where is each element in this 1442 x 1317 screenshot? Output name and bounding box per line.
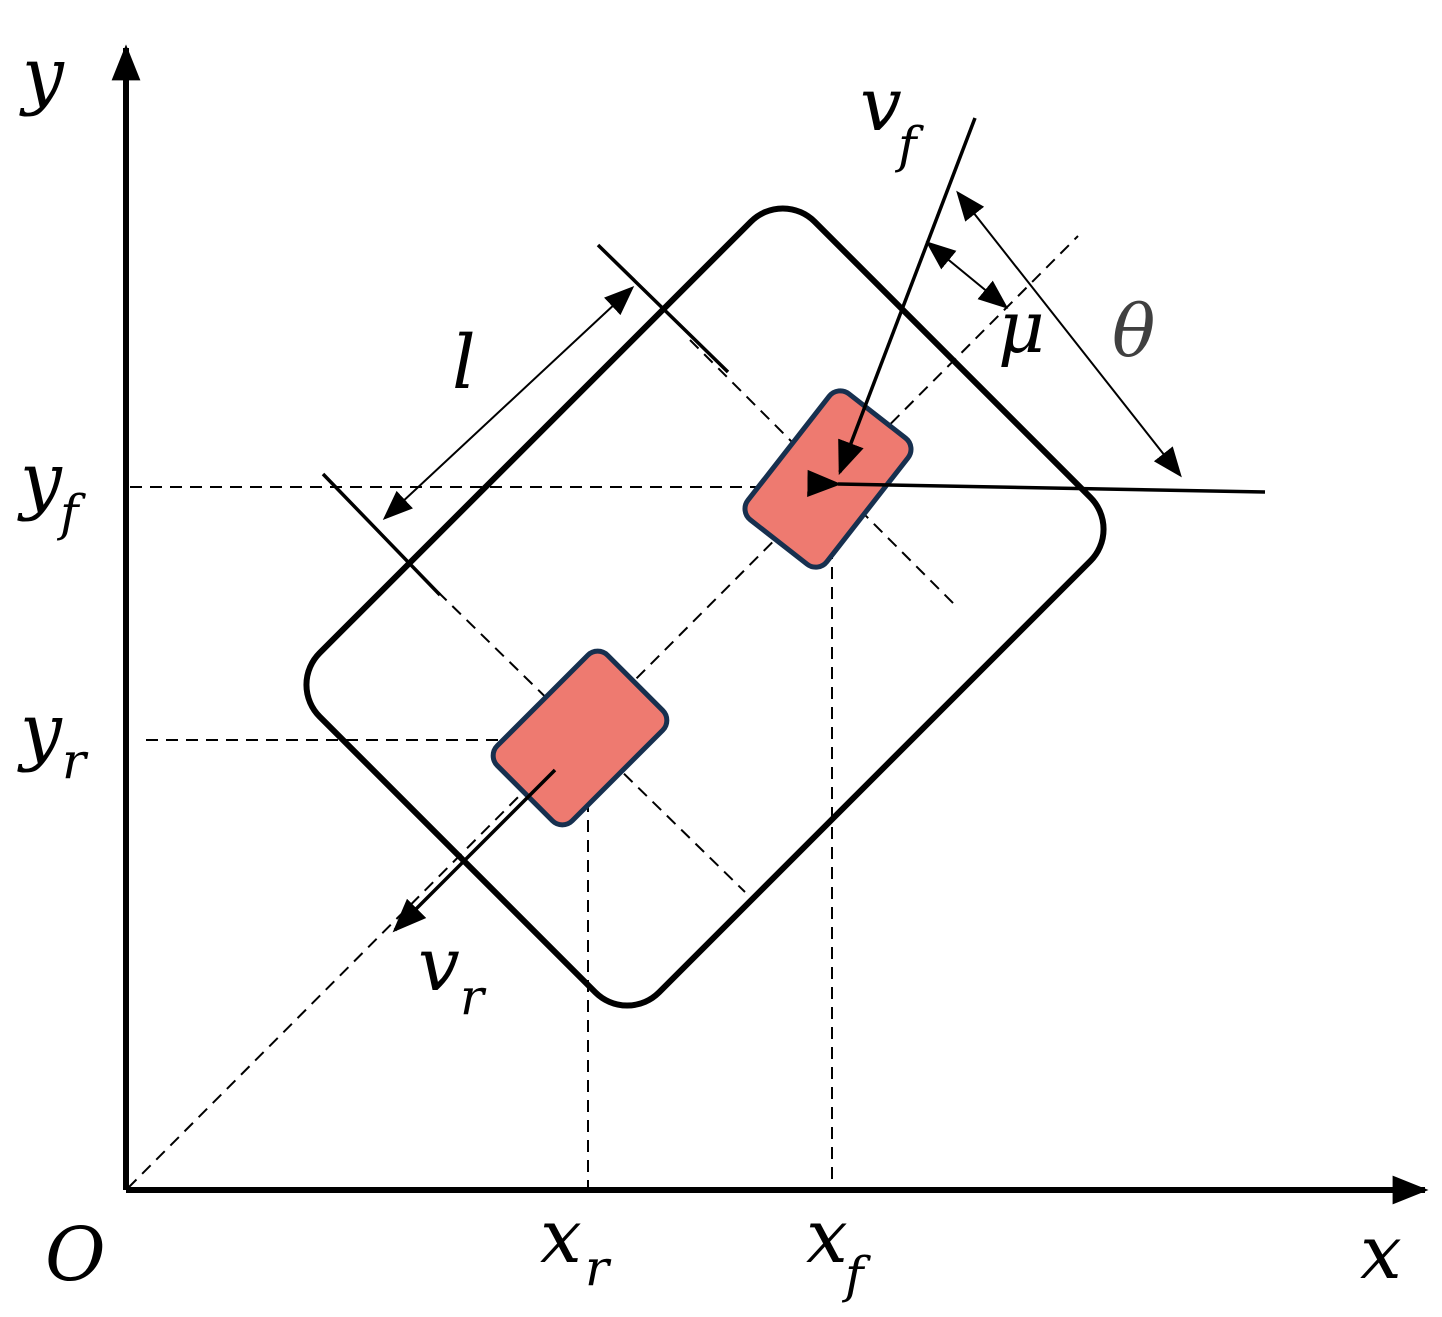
svg-text:r: r (585, 1239, 612, 1297)
horizontal-reference-line (807, 469, 1266, 498)
yf-label: y f (17, 437, 86, 542)
rear-velocity-arrow (392, 768, 557, 933)
svg-text:y: y (17, 688, 63, 774)
svg-text:y: y (17, 437, 63, 523)
svg-text:f: f (894, 116, 924, 174)
theta-dimension-arrow (956, 190, 1182, 478)
wheelbase-tick-rear (321, 472, 442, 597)
svg-text:r: r (62, 732, 89, 790)
vehicle-axis-line (127, 235, 1079, 1189)
wheelbase-tick-front (596, 243, 730, 374)
xf-label: x f (806, 1194, 871, 1304)
yr-label: y r (17, 688, 89, 790)
rear-wheel-perpendicular (437, 591, 746, 893)
vf-label: v f (860, 62, 924, 174)
svg-text:v: v (418, 922, 460, 1008)
y-axis-label: y (19, 32, 65, 118)
svg-text:f: f (841, 1246, 871, 1304)
heading-angle-label: θ (1112, 289, 1155, 373)
front-wheel (742, 388, 914, 570)
mu-dimension-arrow (925, 241, 1009, 309)
xr-label: x r (540, 1194, 612, 1297)
svg-text:x: x (540, 1194, 582, 1280)
x-axis-label: x (1360, 1210, 1402, 1296)
front-steering-line (838, 117, 977, 476)
svg-text:x: x (806, 1194, 848, 1280)
vr-label: v r (418, 922, 487, 1026)
steering-angle-label: μ (998, 285, 1045, 369)
svg-text:r: r (460, 968, 487, 1026)
svg-text:f: f (56, 484, 86, 542)
svg-text:v: v (860, 62, 902, 148)
wheelbase-label: l (452, 320, 476, 406)
origin-label: O (45, 1212, 106, 1298)
wheelbase-dimension-arrow (382, 285, 635, 521)
rear-wheel (490, 648, 670, 828)
